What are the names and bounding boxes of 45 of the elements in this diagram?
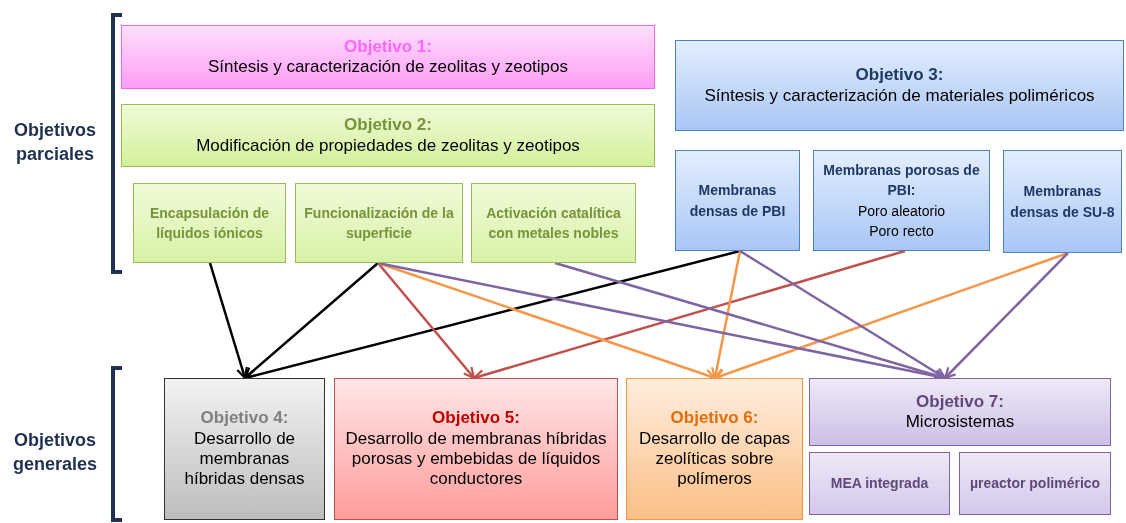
box-title: Objetivo 2: <box>344 115 432 136</box>
arrow <box>243 262 379 380</box>
box-text: Modificación de propiedades de zeolitas y zeotipos <box>196 135 580 156</box>
arrow <box>208 262 248 380</box>
box-text: Funcionalización de la superficie <box>303 203 455 243</box>
box-text: Síntesis y caracterización de materiales poliméricos <box>704 85 1095 106</box>
subobjective-box <box>295 183 463 263</box>
box-title: Objetivo 7: <box>916 391 1004 412</box>
box-title: Objetivo 5: <box>432 408 520 429</box>
box-text: Encapsulación de líquidos iónicos <box>148 203 270 243</box>
side-label: Objetivos parciales <box>13 119 97 167</box>
subobjective-box <box>809 452 950 515</box>
side-label: Objetivos generales <box>11 429 99 477</box>
subobjective-box <box>959 452 1111 515</box>
box-text: Desarrollo de membranas híbridas porosas y embebidas de líquidos conductores <box>344 428 608 490</box>
box-text: Microsistemas <box>905 412 1015 433</box>
box-title: Objetivo 1: <box>344 36 432 57</box>
box-title: Objetivo 6: <box>670 408 759 429</box>
box-text: MEA integrada <box>830 474 929 494</box>
box-text: Desarrollo de membranas híbridas densas <box>183 428 306 490</box>
box-title: Objetivo 4: <box>200 408 289 429</box>
subobjective-box <box>813 150 990 251</box>
box-text: Activación catalítica con metales nobles <box>485 203 622 243</box>
objective-box <box>809 378 1111 446</box>
arrow <box>943 252 1069 380</box>
subobjective-box <box>133 183 286 263</box>
objective-box <box>164 378 325 520</box>
subobjective-box <box>1003 150 1122 253</box>
box-text: Membranas densas de PBI <box>688 181 787 221</box>
box-text: Síntesis y caracterización de zeolitas y zeotipos <box>208 57 568 78</box>
objective-box <box>121 104 655 167</box>
box-text: Poro recto <box>869 221 934 241</box>
box-title: Objetivo 3: <box>855 65 944 86</box>
objective-box <box>121 25 655 89</box>
subobjective-box <box>471 183 636 263</box>
box-text: Desarrollo de capas zeolíticas sobre polímeros <box>637 428 792 490</box>
subobjective-box <box>675 150 800 251</box>
box-text: Membranas densas de SU-8 <box>1009 182 1116 222</box>
objective-box <box>626 378 803 520</box>
box-text: µreactor polimérico <box>969 474 1101 494</box>
objective-box <box>334 378 618 520</box>
box-title: Membranas porosas de PBI: <box>822 160 981 201</box>
objective-box <box>675 40 1124 131</box>
box-text: Poro aleatorio <box>857 201 946 221</box>
arrow <box>377 262 476 380</box>
